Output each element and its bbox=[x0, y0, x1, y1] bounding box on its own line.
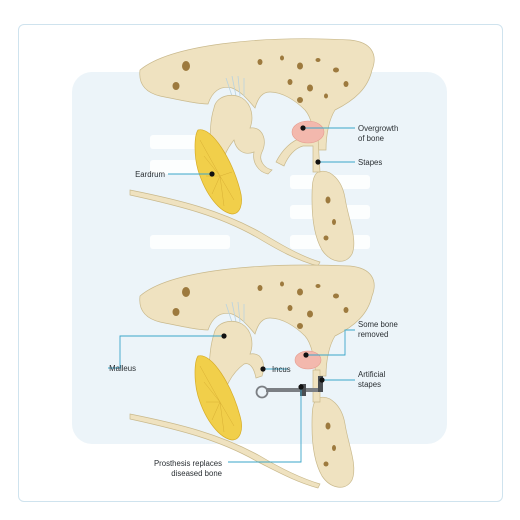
overgrowth-marker bbox=[300, 125, 306, 131]
top-leader-lines bbox=[168, 125, 355, 177]
label-eardrum: Eardrum bbox=[135, 170, 165, 179]
top-ear-illustration bbox=[129, 38, 375, 267]
eardrum-marker bbox=[209, 171, 215, 177]
reduced-overgrowth bbox=[294, 350, 322, 370]
label-artificial-line1: Artificial bbox=[358, 370, 386, 379]
label-incus: Incus bbox=[272, 365, 291, 374]
label-overgrowth-line1: Overgrowth bbox=[358, 124, 398, 133]
incus-marker bbox=[260, 366, 266, 372]
label-overgrowth-line2: of bone bbox=[358, 134, 384, 143]
bottom-ear-illustration bbox=[129, 264, 375, 489]
artificial-stapes-piston bbox=[266, 388, 318, 392]
stapes-marker bbox=[315, 159, 321, 165]
malleus-marker bbox=[221, 333, 227, 339]
label-malleus: Malleus bbox=[109, 364, 136, 373]
label-some-bone-line1: Some bone bbox=[358, 320, 398, 329]
label-stapes: Stapes bbox=[358, 158, 382, 167]
label-prosthesis-line1: Prosthesis replaces bbox=[154, 459, 222, 468]
prosthesis-marker bbox=[298, 384, 304, 390]
label-prosthesis-line2: diseased bone bbox=[171, 469, 222, 478]
artificial-stapes-marker bbox=[319, 377, 325, 383]
bottom-leader-lines bbox=[108, 329, 355, 463]
some-bone-removed-marker bbox=[303, 352, 309, 358]
label-some-bone-line2: removed bbox=[358, 330, 388, 339]
bone-overgrowth bbox=[291, 120, 325, 144]
label-artificial-line2: stapes bbox=[358, 380, 381, 389]
